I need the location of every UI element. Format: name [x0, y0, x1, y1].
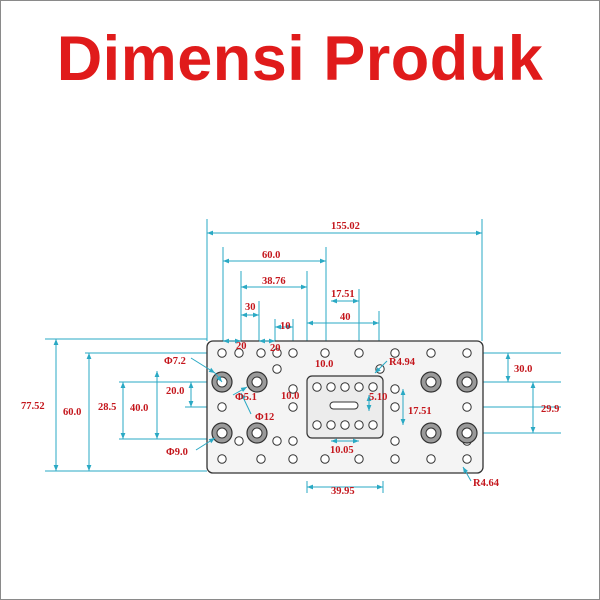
dim-width-20-right: 20 [270, 343, 281, 354]
dim-diameter-7-2: Φ7.2 [164, 356, 186, 367]
small-hole [312, 382, 322, 392]
small-hole [354, 348, 364, 358]
small-hole [288, 454, 298, 464]
small-hole [288, 402, 298, 412]
dim-height-30-0: 30.0 [514, 364, 532, 375]
small-hole [426, 348, 436, 358]
small-hole [256, 348, 266, 358]
dim-width-38-76: 38.76 [262, 276, 286, 287]
small-hole [354, 454, 364, 464]
dim-height-29-9: 29.9 [541, 404, 559, 415]
small-hole [312, 420, 322, 430]
large-hole-inner [461, 376, 473, 388]
small-hole [462, 454, 472, 464]
small-hole [217, 454, 227, 464]
small-hole [368, 382, 378, 392]
small-hole [462, 348, 472, 358]
small-hole [256, 454, 266, 464]
dim-diameter-12: Φ12 [255, 412, 274, 423]
small-hole [234, 436, 244, 446]
dim-diameter-9-0: Φ9.0 [166, 447, 188, 458]
dim-height-40-0: 40.0 [130, 403, 148, 414]
dimension-lines [53, 230, 536, 490]
dim-width-20-left: 20 [236, 341, 247, 352]
small-hole [272, 436, 282, 446]
large-hole-inner [461, 427, 473, 439]
large-hole-inner [251, 376, 263, 388]
dim-height-20-0: 20.0 [166, 386, 184, 397]
dim-inner-10-0-left: 10.0 [281, 391, 299, 402]
large-hole-inner [216, 427, 228, 439]
small-hole [234, 348, 244, 358]
leader-line [240, 392, 252, 415]
dim-width-17-51-top: 17.51 [331, 289, 355, 300]
leader-line [232, 386, 248, 396]
small-hole [390, 436, 400, 446]
leader-line [214, 372, 223, 383]
large-hole-inner [425, 427, 437, 439]
small-hole [288, 384, 298, 394]
page-title: Dimensi Produk [56, 24, 544, 94]
small-hole [426, 454, 436, 464]
small-hole [340, 382, 350, 392]
small-hole [375, 364, 385, 374]
small-hole [320, 454, 330, 464]
dim-height-28-5: 28.5 [98, 402, 116, 413]
leader-line [190, 357, 216, 374]
dim-width-total: 155.02 [331, 221, 360, 232]
dim-height-17-51: 17.51 [408, 406, 432, 417]
dim-width-30: 30 [245, 302, 256, 313]
dim-height-60-0: 60.0 [63, 407, 81, 418]
small-hole [340, 420, 350, 430]
small-hole [320, 348, 330, 358]
small-hole [462, 402, 472, 412]
leader-line [374, 360, 388, 374]
small-hole [368, 420, 378, 430]
dim-width-40: 40 [340, 312, 351, 323]
dim-diameter-5-1: Φ5.1 [235, 392, 257, 403]
small-hole [326, 420, 336, 430]
dim-radius-4-64: R4.64 [473, 478, 500, 489]
small-hole [288, 348, 298, 358]
small-hole [390, 402, 400, 412]
hole-pattern [211, 348, 478, 464]
dim-height-77-52: 77.52 [21, 401, 45, 412]
small-hole [272, 348, 282, 358]
large-hole-inner [425, 376, 437, 388]
center-slot [329, 401, 359, 410]
dim-width-10-top: 10 [280, 321, 291, 332]
dim-width-60: 60.0 [262, 250, 280, 261]
dim-slot-5-10: 5.10 [369, 392, 387, 403]
dim-radius-4-94: R4.94 [389, 357, 416, 368]
leader-line [195, 437, 216, 451]
small-hole [354, 382, 364, 392]
small-hole [326, 382, 336, 392]
leader-line [462, 466, 472, 482]
small-hole [288, 436, 298, 446]
small-hole [390, 384, 400, 394]
dim-width-39-95: 39.95 [331, 486, 355, 497]
small-hole [217, 348, 227, 358]
small-hole [217, 402, 227, 412]
small-hole [272, 364, 282, 374]
small-hole [390, 348, 400, 358]
small-hole [354, 420, 364, 430]
large-hole-inner [251, 427, 263, 439]
dim-inner-10-0-top: 10.0 [315, 359, 333, 370]
dimension-labels: 155.02 60.0 38.76 30 10 20 20 17.51 40 1… [21, 221, 559, 497]
dim-width-10-05: 10.05 [330, 445, 354, 456]
small-hole [390, 454, 400, 464]
